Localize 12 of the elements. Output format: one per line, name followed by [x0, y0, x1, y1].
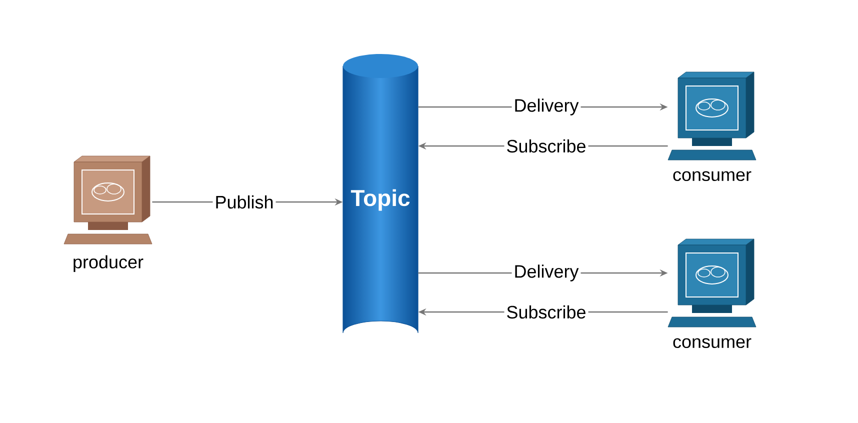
node-caption: consumer — [673, 171, 752, 182]
edge-label: Subscribe — [504, 303, 588, 321]
computer-drawing — [668, 72, 756, 160]
topic-cylinder: Topic — [342, 54, 418, 334]
computer-drawing — [668, 238, 756, 328]
node-caption: producer — [74, 255, 144, 272]
edge-label: Subscribe — [504, 137, 588, 155]
computer-drawing — [64, 156, 152, 244]
edge-label: Publish — [212, 193, 276, 211]
node-caption: consumer — [673, 338, 752, 348]
edge-label: Delivery — [512, 96, 581, 118]
edge-label: Delivery — [512, 262, 581, 284]
